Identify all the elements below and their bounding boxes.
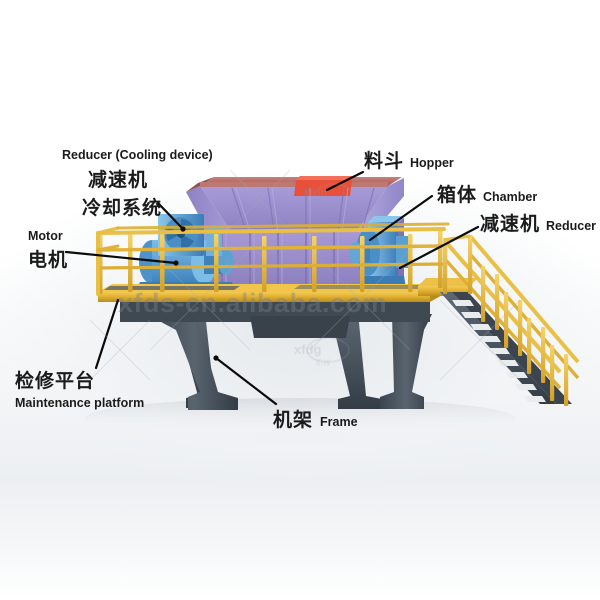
watermark-logo-upper: xfdg 机械 xyxy=(218,248,296,282)
label-reducer: 减速机 Reducer xyxy=(480,209,596,236)
label-maintenance-platform-cn: 检修平台 xyxy=(15,370,96,392)
label-reducer-cn: 减速机 xyxy=(480,213,541,235)
label-maintenance-platform-en: Maintenance platform xyxy=(15,396,145,410)
label-reducer-cooling: Reducer (Cooling device) 减速机 冷却系统 xyxy=(62,148,213,220)
label-reducer-cooling-en: Reducer (Cooling device) xyxy=(62,148,213,162)
watermark-url: xfds-cn.alibaba.com xyxy=(118,288,388,318)
label-motor: Motor 电机 xyxy=(28,229,68,272)
label-frame-en: Frame xyxy=(320,415,358,429)
label-chamber: 箱体 Chamber xyxy=(437,180,537,207)
watermark-logo-hopper: xfdg xyxy=(300,182,370,212)
watermark-logo-text: xfdg xyxy=(294,342,322,357)
label-reducer-cooling-cn1: 减速机 xyxy=(88,169,149,191)
label-reducer-cooling-cn2: 冷却系统 xyxy=(82,197,163,219)
label-motor-en: Motor xyxy=(28,229,63,243)
label-frame: 机架 Frame xyxy=(273,405,358,432)
label-maintenance-platform: 检修平台 Maintenance platform xyxy=(15,366,144,410)
label-hopper: 料斗 Hopper xyxy=(364,146,454,173)
watermark-logo-text-3: xfdg xyxy=(304,187,328,199)
label-chamber-en: Chamber xyxy=(483,190,538,204)
watermark-logo-lower: xfdg 机械 xyxy=(288,336,366,370)
label-chamber-cn: 箱体 xyxy=(437,184,478,206)
watermark-logo-text-2: xfdg xyxy=(224,254,252,269)
watermark-logo-sub: 机械 xyxy=(316,360,330,367)
label-hopper-cn: 料斗 xyxy=(364,150,405,172)
label-hopper-en: Hopper xyxy=(410,156,454,170)
label-frame-cn: 机架 xyxy=(273,409,314,431)
label-motor-cn: 电机 xyxy=(28,249,69,271)
label-reducer-en: Reducer xyxy=(546,219,597,233)
watermark-logo-sub-2: 机械 xyxy=(246,272,260,279)
